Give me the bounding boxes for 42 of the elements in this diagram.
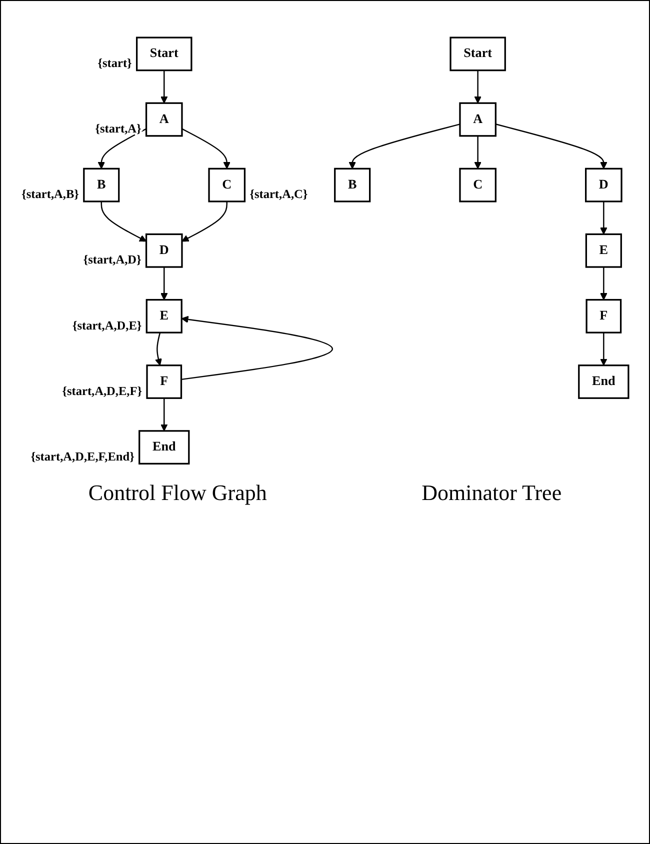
node-box: End <box>138 430 190 465</box>
arrow <box>98 128 147 169</box>
dominator-set-label: {start,A} <box>95 122 142 136</box>
node-box: Start <box>450 36 506 72</box>
arrow <box>182 128 230 169</box>
node-box: C <box>208 168 246 202</box>
arrow <box>348 124 460 169</box>
dominator-set-label: {start} <box>98 56 132 70</box>
caption-text: Dominator Tree <box>422 480 562 506</box>
node-box: End <box>578 364 630 399</box>
dominator-set-label: {start,A,D,E} <box>72 318 142 332</box>
arrow <box>160 70 168 104</box>
arrow <box>600 201 608 235</box>
node-box: A <box>145 102 183 137</box>
arrow <box>100 201 147 242</box>
arrow <box>496 124 608 169</box>
arrow <box>181 316 334 380</box>
node-box: E <box>146 298 182 334</box>
caption-text: Control Flow Graph <box>88 480 267 506</box>
dominator-set-label: {start,A,D,E,F} <box>62 384 142 398</box>
node-box: D <box>145 233 183 268</box>
dominator-set-label: {start,A,C} <box>250 187 308 202</box>
arrow <box>182 201 228 242</box>
dominator-set-label: {start,A,D} <box>83 252 142 267</box>
arrow <box>600 332 608 366</box>
arrow <box>474 136 482 169</box>
node-box: F <box>586 298 622 334</box>
node-box: A <box>459 102 496 137</box>
node-box: D <box>585 168 622 202</box>
node-box: B <box>83 168 120 202</box>
node-box: E <box>585 233 622 268</box>
dominator-set-label: {start,A,D,E,F,End} <box>30 449 134 464</box>
dominator-set-label: {start,A,B} <box>22 187 79 202</box>
arrow <box>154 332 162 366</box>
arrow <box>474 70 482 104</box>
arrow <box>600 267 608 300</box>
node-box: Start <box>136 36 192 72</box>
node-box: B <box>334 168 371 202</box>
node-box: C <box>459 168 496 202</box>
node-box: F <box>146 364 182 399</box>
arrow <box>160 267 168 300</box>
arrow <box>160 398 168 432</box>
